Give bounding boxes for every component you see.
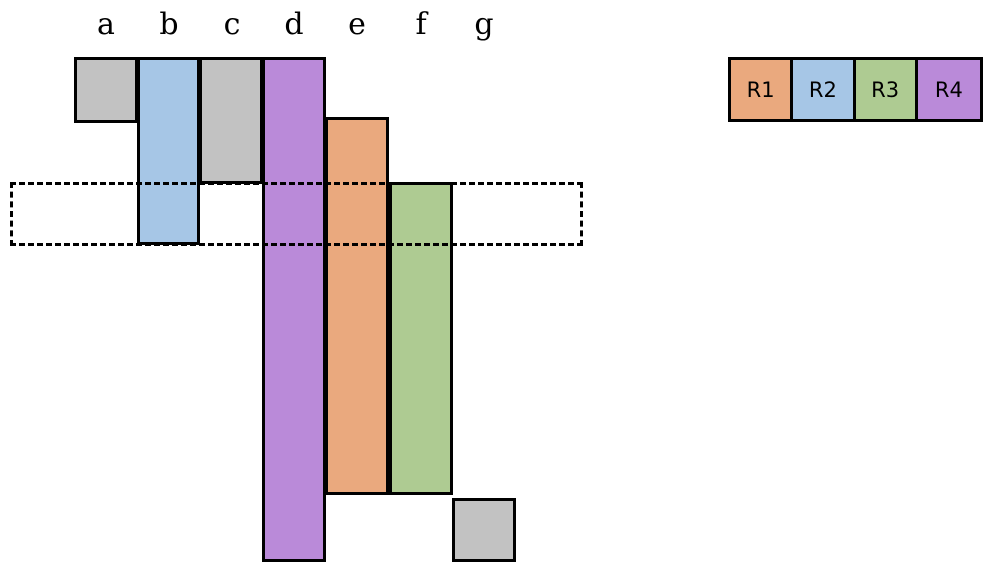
column-label-e: e <box>348 7 366 42</box>
bar-g[interactable] <box>452 498 516 562</box>
column-label-b: b <box>159 7 179 42</box>
bar-a[interactable] <box>74 57 138 123</box>
legend-item-r3[interactable]: R3 <box>855 60 918 119</box>
legend-item-r2[interactable]: R2 <box>793 60 856 119</box>
column-label-c: c <box>223 7 241 42</box>
legend-item-r4[interactable]: R4 <box>917 60 980 119</box>
column-label-f: f <box>415 7 427 42</box>
legend-item-r1[interactable]: R1 <box>731 60 794 119</box>
bar-c[interactable] <box>199 57 263 184</box>
column-label-d: d <box>284 7 304 42</box>
column-label-g: g <box>474 7 494 42</box>
column-label-a: a <box>97 7 115 42</box>
bar-d[interactable] <box>262 57 326 562</box>
bar-e[interactable] <box>325 117 389 495</box>
bar-b[interactable] <box>137 57 200 245</box>
bar-f[interactable] <box>389 182 453 495</box>
selection-region[interactable] <box>10 182 583 246</box>
